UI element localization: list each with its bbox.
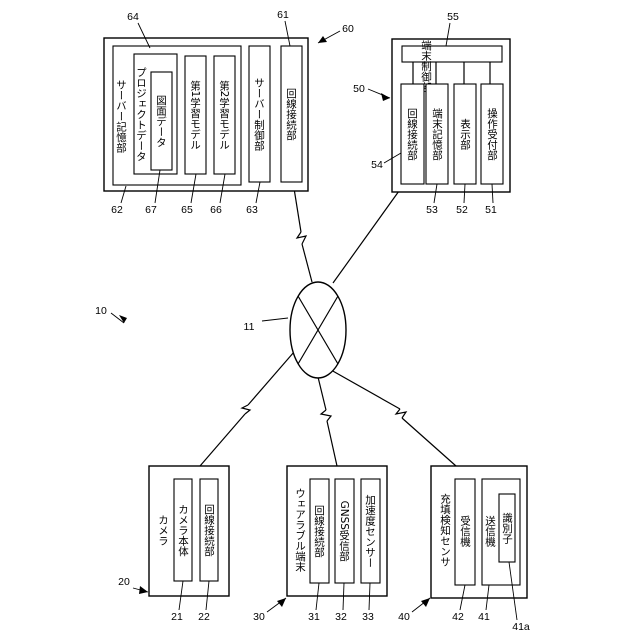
accel-label: 加速度センサー	[364, 494, 376, 568]
accel-ref: 33	[362, 611, 374, 623]
drawing-data-ref: 67	[145, 204, 157, 216]
camera-ref: 20	[118, 576, 130, 588]
system-ref-number: 10	[95, 305, 107, 317]
server-control-ref: 63	[246, 204, 258, 216]
wearable-ref: 30	[253, 611, 265, 623]
wearable-line-label: 回線接続部	[313, 505, 325, 558]
terminal-block: 端末制御部 回線接続部 端末記憶部 表示部 操作受付部 55 50 54 53 …	[353, 11, 510, 216]
camera-body-label: カメラ本体	[177, 504, 189, 557]
server-ref: 60	[342, 23, 354, 35]
gnss-label: GNSS受信部	[338, 501, 350, 563]
display-label: 表示部	[459, 117, 471, 150]
model1-label: 第1学習モデル	[189, 79, 201, 149]
network: 11	[244, 282, 346, 378]
wearable-block: ウェアラブル端末 回線接続部 GNSS受信部 加速度センサー 30 31 32 …	[253, 466, 387, 623]
terminal-ref: 50	[353, 83, 365, 95]
server-line-label: 回線接続部	[285, 88, 297, 141]
operation-label: 操作受付部	[486, 107, 498, 161]
model2-ref: 66	[210, 204, 222, 216]
model2-label: 第2学習モデル	[218, 79, 230, 149]
model1-ref: 65	[181, 204, 193, 216]
server-block: サーバー記憶部 プロジェクトデータ 図面データ 第1学習モデル 第2学習モデル …	[104, 9, 354, 216]
server-line-ref: 61	[277, 9, 289, 21]
system-ref: 10	[95, 305, 127, 323]
project-data-label: プロジェクトデータ	[135, 67, 147, 162]
gnss-ref: 32	[335, 611, 347, 623]
camera-title: カメラ	[157, 514, 169, 546]
server-control-label: サーバー制御部	[253, 77, 265, 151]
identifier-ref: 41a	[512, 621, 530, 633]
transmitter-ref: 41	[478, 611, 490, 623]
terminal-control-ref: 55	[447, 11, 459, 23]
sensor-block: 充填検知センサ 受信機 送信機 識別子 40 42 41 41a	[398, 466, 530, 633]
network-ref: 11	[244, 321, 255, 333]
terminal-storage-label: 端末記憶部	[431, 107, 443, 161]
wearable-title: ウェアラブル端末	[294, 488, 306, 573]
terminal-line-ref: 54	[371, 159, 383, 171]
terminal-control-box	[402, 46, 502, 62]
project-data-ref: 64	[127, 11, 139, 23]
operation-ref: 51	[485, 204, 497, 216]
sensor-ref: 40	[398, 611, 410, 623]
camera-line-label: 回線接続部	[203, 504, 215, 557]
sensor-title: 充填検知センサ	[439, 492, 451, 566]
receiver-label: 受信機	[459, 515, 471, 547]
server-storage-label: サーバー記憶部	[115, 79, 127, 153]
transmitter-label: 送信機	[484, 514, 496, 547]
camera-body-ref: 21	[171, 611, 183, 623]
server-storage-ref: 62	[111, 204, 123, 216]
display-ref: 52	[456, 204, 468, 216]
drawing-data-label: 図面データ	[155, 95, 167, 148]
terminal-line-label: 回線接続部	[406, 108, 418, 161]
terminal-storage-ref: 53	[426, 204, 438, 216]
camera-line-ref: 22	[198, 611, 210, 623]
identifier-label: 識別子	[501, 511, 513, 543]
camera-block: カメラ カメラ本体 回線接続部 20 21 22	[118, 466, 229, 623]
receiver-ref: 42	[452, 611, 464, 623]
wearable-line-ref: 31	[308, 611, 320, 623]
